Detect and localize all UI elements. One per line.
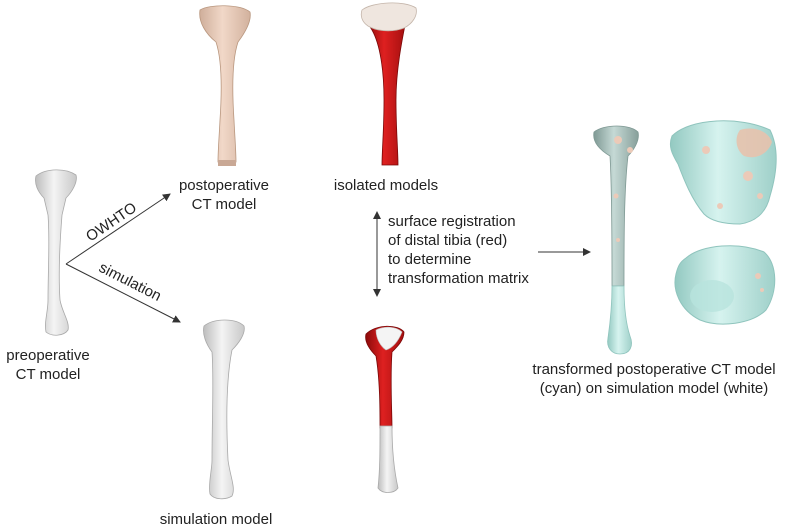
postoperative-line-1: postoperative bbox=[178, 177, 270, 194]
transformed-line-1: transformed postoperative CT model bbox=[532, 361, 776, 378]
registration-label: surface registration of distal tibia (re… bbox=[388, 212, 529, 288]
transformed-label: transformed postoperative CT model (cyan… bbox=[512, 360, 796, 398]
postoperative-bone bbox=[199, 5, 251, 166]
registration-line-4: transformation matrix bbox=[388, 270, 529, 287]
owhto-arrow bbox=[65, 193, 171, 265]
isolated-models-label: isolated models bbox=[333, 177, 439, 194]
preoperative-bone bbox=[35, 169, 77, 336]
transformed-overlay-bone bbox=[593, 125, 639, 355]
postoperative-line-2: CT model bbox=[191, 196, 257, 213]
zoom-section-view bbox=[674, 245, 776, 325]
preoperative-line-2: CT model bbox=[15, 366, 81, 383]
owhto-label: OWHTO bbox=[83, 199, 140, 245]
simulation-label: simulation bbox=[96, 259, 164, 305]
postoperative-label: postoperative CT model bbox=[166, 176, 282, 214]
registration-line-1: surface registration bbox=[388, 213, 516, 230]
zoom-proximal-view bbox=[669, 120, 777, 225]
simulation-bone bbox=[203, 319, 245, 500]
preoperative-line-1: preoperative bbox=[6, 347, 90, 364]
isolated-red-bone bbox=[360, 2, 417, 166]
simulation-model-label: simulation model bbox=[159, 511, 273, 528]
registration-line-2: of distal tibia (red) bbox=[388, 232, 508, 249]
registration-line-3: to determine bbox=[388, 251, 472, 268]
preoperative-label: preoperative CT model bbox=[0, 346, 96, 384]
isolated-red-white-bone bbox=[365, 325, 405, 493]
simulation-arrow bbox=[65, 263, 181, 323]
transformed-line-2: (cyan) on simulation model (white) bbox=[539, 380, 769, 397]
